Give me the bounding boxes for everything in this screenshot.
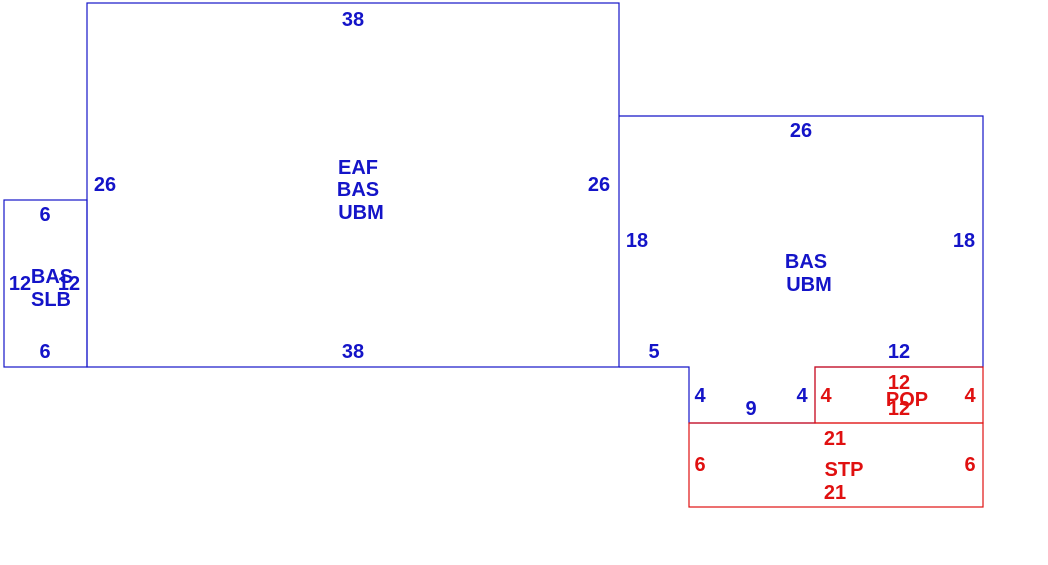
area-left: 6 6 12 12 BAS SLB: [3, 199, 88, 368]
area-center-outline: [86, 2, 620, 368]
notch-left-dimension: 4: [694, 385, 706, 407]
area-right-left-dimension: 18: [626, 230, 648, 252]
notch-bottom-dimension: 9: [745, 398, 756, 420]
area-left-right-dimension: 12: [58, 273, 80, 295]
area-left-left-dimension: 12: [9, 273, 31, 295]
area-stoop-right-dimension: 6: [964, 454, 975, 476]
area-right: 26 18 18 5 12 BAS UBM 4 9 4: [619, 115, 984, 424]
area-porch-left-dimension: 4: [820, 385, 832, 407]
area-porch: 4 4 POP 12 12: [814, 366, 984, 424]
area-left-code-1: BAS: [31, 266, 73, 288]
area-stoop-bottom-dimension: 21: [824, 482, 846, 504]
area-stoop-code: STP: [825, 459, 864, 481]
area-center-bottom-dimension: 38: [342, 341, 364, 363]
area-stoop-left-dimension: 6: [694, 454, 705, 476]
area-center-top-dimension: 38: [342, 9, 364, 31]
area-porch-code: POP: [886, 389, 928, 411]
area-right-top-dimension: 26: [790, 120, 812, 142]
area-porch-right-dimension: 4: [964, 385, 976, 407]
area-right-code-1: BAS: [785, 251, 827, 273]
area-left-code-2: SLB: [31, 289, 71, 311]
area-stoop-top-dimension: 21: [824, 428, 846, 450]
area-left-top-dimension: 6: [39, 204, 50, 226]
area-right-bottom-right-dimension: 12: [888, 341, 910, 363]
area-center-code-3: UBM: [338, 202, 384, 224]
area-center: 38 38 26 26 EAF BAS UBM: [86, 2, 620, 368]
area-center-code-1: EAF: [338, 157, 378, 179]
area-right-right-dimension: 18: [953, 230, 975, 252]
area-right-bottom-step-dimension: 5: [648, 341, 659, 363]
area-right-code-2: UBM: [786, 274, 832, 296]
area-left-bottom-dimension: 6: [39, 341, 50, 363]
notch-right-dimension: 4: [796, 385, 808, 407]
area-porch-bottom-dimension: 12: [888, 398, 910, 420]
area-center-right-dimension: 26: [588, 174, 610, 196]
area-stoop-outline: [688, 422, 984, 508]
area-porch-top-dimension: 12: [888, 372, 910, 394]
area-center-left-dimension: 26: [94, 174, 116, 196]
area-center-code-2: BAS: [337, 179, 379, 201]
area-stoop: 21 STP 21 6 6: [688, 422, 984, 508]
